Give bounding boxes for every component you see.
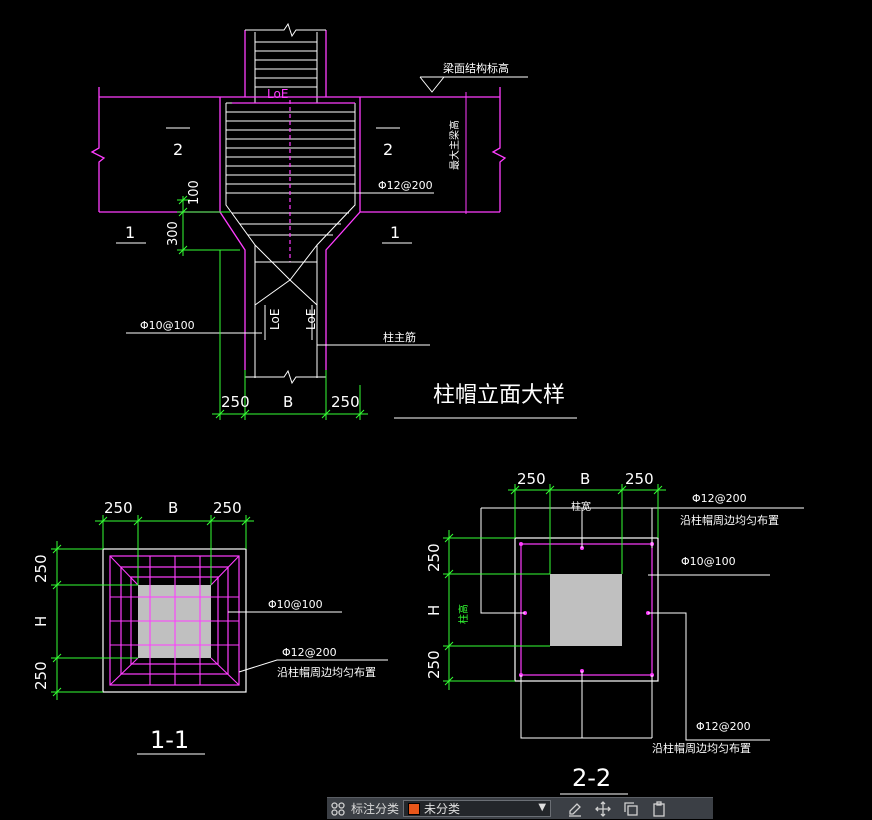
section-2-left: 2 xyxy=(173,140,183,159)
elevation-detail: 梁面结构标高 最大主梁高 2 2 1 1 xyxy=(90,22,577,420)
category-label: 标注分类 xyxy=(351,802,400,816)
loe-left-label: LoE xyxy=(268,309,282,330)
s22-dim-250-bottom: 250 xyxy=(425,650,443,679)
s22-dim-b: B xyxy=(580,470,590,488)
s11-dim-250-bottom: 250 xyxy=(32,661,50,690)
s22-dim-250-top: 250 xyxy=(425,543,443,572)
loe-top-label: LoE xyxy=(267,87,288,101)
category-select[interactable]: 未分类 ▼ xyxy=(403,800,552,817)
elev-dim-250-right: 250 xyxy=(331,393,360,411)
category-color-swatch xyxy=(408,802,421,815)
annotation-toolbar: 标注分类 未分类 ▼ xyxy=(327,797,713,819)
s22-dim-250-right: 250 xyxy=(625,470,654,488)
s22-dim-250-left: 250 xyxy=(517,470,546,488)
s11-title: 1-1 xyxy=(150,726,189,754)
category-value: 未分类 xyxy=(424,802,461,816)
elevation-bottom-dim xyxy=(212,250,368,420)
s22-col-width-label: 柱宽 xyxy=(571,500,591,513)
s22-phi12-bottom-note: 沿柱帽周边均匀布置 xyxy=(652,741,751,755)
cross-bars xyxy=(254,244,318,340)
s22-phi10-label: Φ10@100 xyxy=(681,555,736,568)
column-upper-bars xyxy=(254,32,318,103)
s22-phi12-top-note: 沿柱帽周边均匀布置 xyxy=(680,513,779,527)
s11-phi10-label: Φ10@100 xyxy=(268,598,323,611)
s11-dim-b: B xyxy=(168,499,178,517)
section-2-right: 2 xyxy=(383,140,393,159)
column-upper-stirrups xyxy=(255,41,317,88)
max-beam-height-label: 最大主梁高 xyxy=(448,120,461,170)
elevation-title: 柱帽立面大样 xyxy=(433,383,565,408)
s11-dim-h: H xyxy=(32,616,50,627)
s22-phi12-top-label: Φ12@200 xyxy=(692,492,747,505)
move-icon[interactable] xyxy=(589,798,617,820)
rebar-phi10-label: Φ10@100 xyxy=(140,319,195,332)
s11-dim-250-top: 250 xyxy=(32,554,50,583)
copy-icon[interactable] xyxy=(617,798,645,820)
dim-300: 300 xyxy=(166,221,181,246)
section-1-left: 1 xyxy=(125,223,135,242)
s11-phi12-label: Φ12@200 xyxy=(282,646,337,659)
loe-right-label: LoE xyxy=(304,309,318,330)
left-vertical-dims xyxy=(177,195,240,256)
elev-dim-b: B xyxy=(283,393,293,411)
s22-col-height-label: 柱高 xyxy=(457,604,470,624)
s22-phi12-bottom-label: Φ12@200 xyxy=(696,720,751,733)
s11-dim-250-right: 250 xyxy=(213,499,242,517)
column-upper xyxy=(244,22,327,97)
section-1-right: 1 xyxy=(390,223,400,242)
section-1-1: 250 B 250 250 H 250 Φ10@100 Φ12@200 沿柱帽周… xyxy=(32,499,388,755)
s22-dim-h: H xyxy=(425,605,443,616)
s22-title: 2-2 xyxy=(572,764,611,792)
s11-phi12-note: 沿柱帽周边均匀布置 xyxy=(277,665,376,679)
max-beam-height-dim xyxy=(460,92,472,214)
paste-icon[interactable] xyxy=(645,798,673,820)
grid-icon[interactable] xyxy=(327,798,349,820)
column-lower-break xyxy=(245,369,326,385)
beam-top-elevation-label: 梁面结构标高 xyxy=(443,61,509,75)
section-2-2: 250 B 250 柱宽 250 H 柱高 250 Φ12@200 沿柱帽周边均… xyxy=(425,470,804,795)
edit-icon[interactable] xyxy=(561,798,589,820)
column-main-bar-label: 柱主筋 xyxy=(383,330,416,344)
s11-dim-250-left: 250 xyxy=(104,499,133,517)
rebar-phi12-label: Φ12@200 xyxy=(378,179,433,192)
beam-top-elevation-marker xyxy=(419,76,528,93)
dim-100: 100 xyxy=(187,180,202,205)
chevron-down-icon: ▼ xyxy=(538,802,547,813)
elev-dim-250-left: 250 xyxy=(221,393,250,411)
